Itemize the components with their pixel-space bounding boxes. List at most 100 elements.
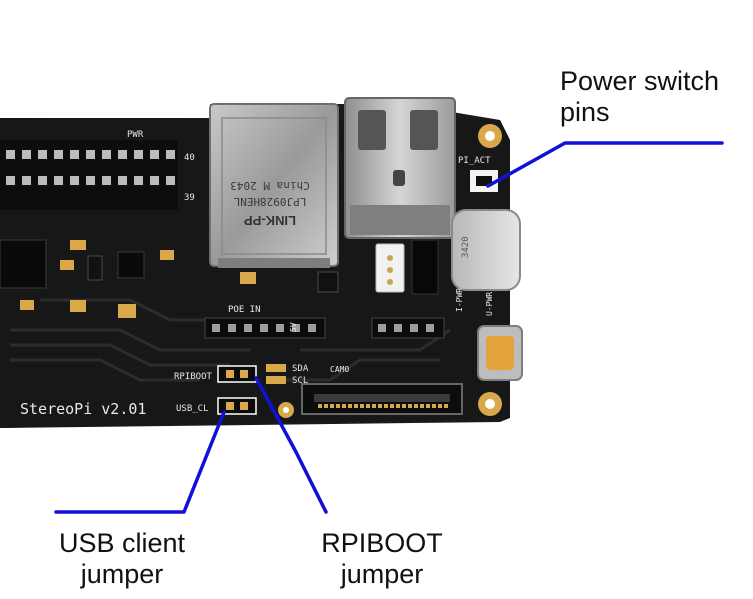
rpiboot-callout-line: [254, 376, 328, 514]
header-pin: [432, 404, 436, 408]
usb-client-callout-line: [54, 410, 226, 514]
header-pin: [22, 150, 31, 159]
header-pin: [86, 176, 95, 185]
header-pin: [6, 150, 15, 159]
regulator-chip: [411, 239, 439, 295]
usb-a-port: [344, 97, 456, 239]
ethernet-jack: China M 2043 LPJ0928HENL LINK-PP: [209, 103, 339, 268]
jack-chip-line2: LPJ0928HENL: [233, 195, 306, 208]
header-pin: [360, 404, 364, 408]
header-pin: [54, 150, 63, 159]
header-pin: [118, 176, 127, 185]
label-pin-40: 40: [184, 153, 195, 163]
label-rpiboot: RPIBOOT: [174, 372, 213, 382]
header-pin: [410, 324, 418, 332]
header-pin: [354, 404, 358, 408]
header-pin: [118, 150, 127, 159]
header-pin: [330, 404, 334, 408]
header-pin: [134, 150, 143, 159]
header-pin: [414, 404, 418, 408]
white-connector: [375, 243, 405, 293]
header-pin: [342, 404, 346, 408]
power-switch-callout-line: [486, 141, 724, 188]
gpio-header: [0, 140, 178, 210]
label-pwr: PWR: [127, 130, 144, 140]
header-pin: [212, 324, 220, 332]
header-pin: [438, 404, 442, 408]
label-sda: SDA: [292, 364, 309, 374]
power-switch-caption-line1: Power switch: [560, 66, 720, 96]
label-cam0: CAM0: [330, 365, 349, 374]
header-pin: [378, 404, 382, 408]
header-pin: [22, 176, 31, 185]
header-pin: [228, 324, 236, 332]
label-i-pwr: I-PWR: [455, 288, 464, 312]
header-pin: [260, 324, 268, 332]
header-pin: [54, 176, 63, 185]
header-pin: [372, 404, 376, 408]
header-pin: [70, 150, 79, 159]
header-pin: [318, 404, 322, 408]
label-scl: SCL: [292, 376, 308, 386]
header-pin: [134, 176, 143, 185]
rpiboot-caption-line2: jumper: [340, 559, 424, 589]
header-pin: [366, 404, 370, 408]
header-pin: [276, 324, 284, 332]
label-usb-cl: USB_CL: [176, 404, 209, 414]
header-pin: [150, 176, 159, 185]
header-pin: [166, 176, 175, 185]
power-switch-pins-caption: Power switch pins: [560, 66, 719, 128]
header-pin: [394, 324, 402, 332]
header-pin: [324, 404, 328, 408]
micro-usb-port: [477, 325, 523, 381]
header-pin: [384, 404, 388, 408]
header-pin: [292, 324, 300, 332]
header-pin: [308, 324, 316, 332]
ic-chips: [0, 239, 339, 318]
header-pin: [378, 324, 386, 332]
header-pin: [402, 404, 406, 408]
header-pin: [336, 404, 340, 408]
jack-chip-line1: China M 2043: [230, 179, 309, 192]
label-pin-39: 39: [184, 193, 195, 203]
header-pin: [6, 176, 15, 185]
cam0-connector: [301, 383, 463, 415]
header-pin: [38, 176, 47, 185]
jack-brand: LINK-PP: [244, 213, 296, 228]
header-pin: [102, 176, 111, 185]
callout-lines: [54, 141, 724, 514]
header-pin: [244, 324, 252, 332]
header-pin: [86, 150, 95, 159]
silkscreen-labels: PWR 40 39 PI_ACT POE IN RPIBOOT USB_CL S…: [20, 130, 494, 418]
header-pin: [150, 150, 159, 159]
usb-client-jumper-caption: USB client jumper: [52, 528, 192, 590]
header-pin: [166, 150, 175, 159]
label-poe-in: POE IN: [228, 305, 261, 315]
header-pin: [102, 150, 111, 159]
power-switch-caption-line2: pins: [560, 97, 610, 127]
mounting-holes: [278, 124, 502, 418]
header-pin: [38, 150, 47, 159]
header-pin: [408, 404, 412, 408]
power-switch-pins: [470, 170, 498, 192]
usb-client-caption-line1: USB client: [58, 528, 186, 558]
header-pin: [426, 404, 430, 408]
header-pin: [396, 404, 400, 408]
header-pin: [426, 324, 434, 332]
header-pin: [420, 404, 424, 408]
label-5v: 5V: [289, 322, 298, 332]
usb-c-port: 3420: [451, 209, 521, 291]
label-pi-act: PI_ACT: [458, 156, 491, 166]
jumper-headers: [217, 364, 286, 415]
usb-client-caption-line2: jumper: [80, 559, 164, 589]
poe-header: [204, 317, 445, 339]
rpiboot-jumper-caption: RPIBOOT jumper: [302, 528, 462, 590]
header-pin: [70, 176, 79, 185]
header-pin: [444, 404, 448, 408]
rpiboot-caption-line1: RPIBOOT: [321, 528, 443, 558]
header-pin: [390, 404, 394, 408]
label-u-pwr: U-PWR: [485, 292, 494, 316]
usbc-code: 3420: [461, 236, 471, 258]
header-pin: [348, 404, 352, 408]
